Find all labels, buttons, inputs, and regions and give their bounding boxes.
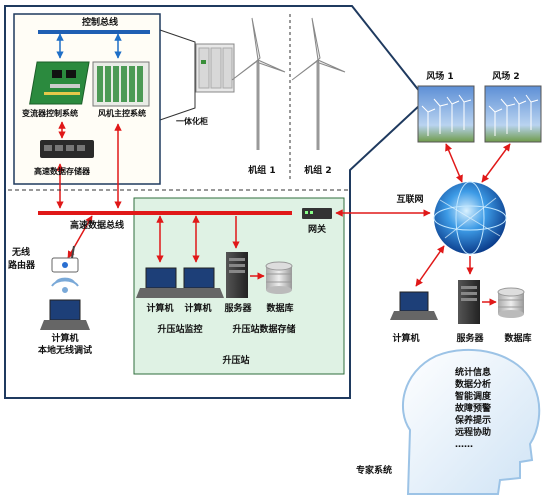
remote-laptop-icon — [390, 291, 438, 320]
wireless-router-label-2: 路由器 — [8, 261, 36, 271]
integrated-cabinet-icon — [195, 43, 235, 93]
integrated-cabinet-label: 一体化柜 — [176, 117, 208, 126]
gateway-label: 网关 — [307, 225, 327, 235]
zoom-callout — [159, 29, 196, 121]
expert-item: 保养提示 — [455, 416, 492, 426]
expert-system-label: 专家系统 — [356, 466, 393, 476]
turbine-2-icon — [291, 17, 346, 150]
sub-db-label: 数据库 — [266, 304, 294, 314]
unit-1-label: 机组 1 — [248, 166, 276, 176]
sub-pc2-label: 计算机 — [184, 304, 212, 314]
gateway-icon — [302, 208, 332, 219]
remote-server-icon — [458, 280, 480, 324]
hs-storage-label: 高速数据存储器 — [34, 167, 90, 176]
internet-label: 互联网 — [396, 195, 424, 205]
unit-2-label: 机组 2 — [304, 166, 332, 176]
wind-farm-2-image — [484, 85, 542, 143]
wireless-router-label-1: 无线 — [12, 248, 31, 258]
remote-db-icon — [497, 287, 525, 318]
remote-pc-label: 计算机 — [392, 334, 420, 344]
expert-item: 数据分析 — [455, 380, 492, 390]
expert-item: 统计信息 — [455, 368, 492, 378]
main-control-rack-icon — [92, 61, 150, 107]
expert-item: 智能调度 — [455, 392, 492, 402]
local-wireless-debug-label: 本地无线调试 — [37, 346, 93, 356]
expert-head-icon — [402, 349, 541, 495]
control-bus-label: 控制总线 — [81, 18, 119, 28]
converter-board-icon — [29, 61, 90, 105]
remote-server-label: 服务器 — [456, 334, 484, 344]
sub-laptop-2-icon — [174, 267, 224, 298]
turbine-1-icon — [231, 17, 286, 150]
expert-items-list: 统计信息 数据分析 智能调度 故障预警 保养提示 远程协助 …… — [455, 368, 491, 451]
wind-farm-1-image — [417, 85, 475, 143]
sub-db-icon — [265, 261, 293, 294]
converter-ctrl-label: 变流器控制系统 — [22, 109, 78, 118]
wifi-signal-icon — [51, 277, 79, 293]
substation-label: 升压站 — [222, 356, 250, 366]
sub-server-icon — [226, 252, 248, 298]
sub-server-label: 服务器 — [224, 304, 252, 314]
expert-item: 远程协助 — [455, 428, 492, 438]
local-laptop-icon — [40, 299, 90, 330]
sub-storage-label: 升压站数据存储 — [232, 325, 296, 335]
turbine-main-ctrl-label: 风机主控系统 — [98, 109, 146, 118]
wireless-router-icon — [51, 245, 79, 273]
hs-bus-label: 高速数据总线 — [70, 221, 125, 231]
internet-globe-icon — [433, 181, 507, 255]
wind-farm-1-label: 风场 1 — [426, 72, 454, 82]
remote-db-label: 数据库 — [504, 334, 532, 344]
sub-laptop-1-icon — [136, 267, 186, 298]
expert-item: 故障预警 — [455, 404, 492, 414]
hs-storage-icon — [40, 140, 94, 158]
wind-farm-2-label: 风场 2 — [492, 72, 520, 82]
expert-item: …… — [455, 440, 473, 450]
sub-monitor-label: 升压站监控 — [157, 325, 203, 335]
sub-pc1-label: 计算机 — [146, 304, 174, 314]
local-pc-label: 计算机 — [51, 334, 79, 344]
